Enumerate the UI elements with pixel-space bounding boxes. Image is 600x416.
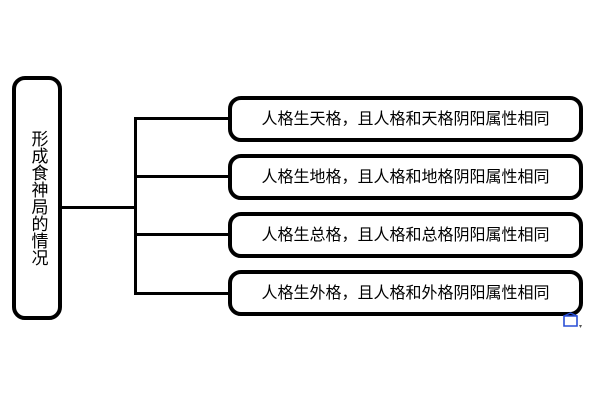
branch-node-2-label: 人格生地格，且人格和地格阴阳属性相同 — [261, 167, 550, 186]
branch-node-3-label: 人格生总格，且人格和总格阴阳属性相同 — [261, 225, 550, 244]
connector-branch-3 — [134, 233, 229, 236]
root-node-label: 形成食神局的情况 — [27, 130, 48, 266]
branch-node-1: 人格生天格，且人格和天格阴阳属性相同 — [228, 96, 583, 142]
connector-branch-1 — [134, 117, 229, 120]
connector-root-stem — [62, 206, 137, 209]
connector-vertical-trunk — [134, 117, 137, 295]
branch-node-4: 人格生外格，且人格和外格阴阳属性相同 — [228, 270, 583, 316]
branch-node-3: 人格生总格，且人格和总格阴阳属性相同 — [228, 212, 583, 258]
connector-branch-4 — [134, 292, 229, 295]
root-node: 形成食神局的情况 — [12, 76, 62, 320]
branch-node-2: 人格生地格，且人格和地格阴阳属性相同 — [228, 154, 583, 200]
connector-branch-2 — [134, 175, 229, 178]
branch-node-4-label: 人格生外格，且人格和外格阴阳属性相同 — [261, 283, 550, 302]
branch-node-1-label: 人格生天格，且人格和天格阴阳属性相同 — [261, 109, 550, 128]
